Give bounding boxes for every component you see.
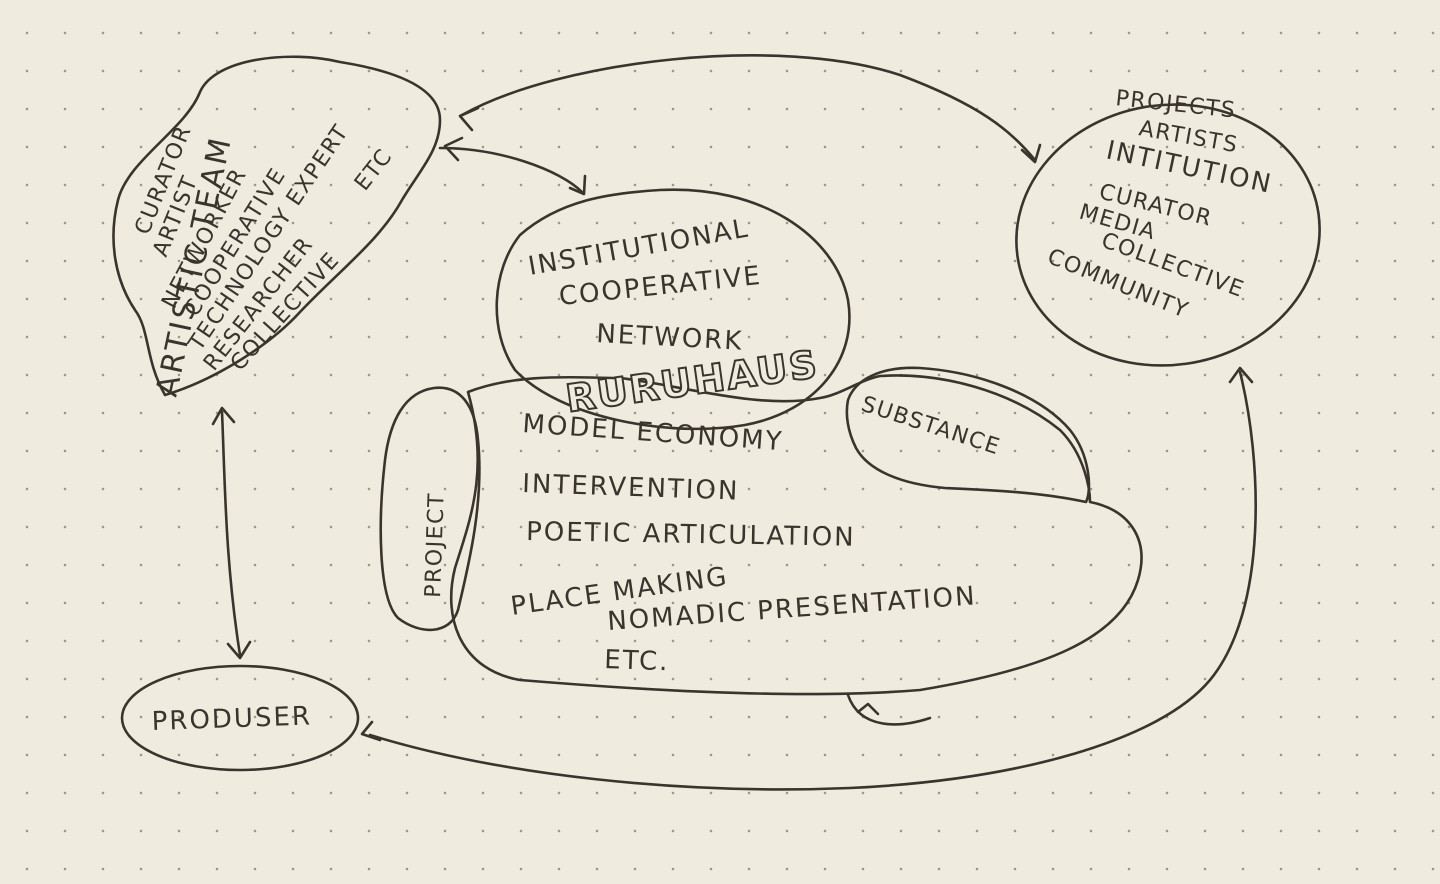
artistic-team-cloud xyxy=(112,55,442,397)
project-pill xyxy=(379,386,481,632)
produser-label-group: PRODUSER xyxy=(151,701,312,737)
substance-item-etc: ETC. xyxy=(604,645,670,677)
produser-ellipse xyxy=(120,664,360,772)
substance-item-group: ETC. xyxy=(604,645,670,677)
arrowhead-institutional xyxy=(568,174,587,196)
project-label: PROJECT xyxy=(421,492,450,598)
connector-branch xyxy=(846,693,932,726)
substance-item-group: POETIC ARTICULATION xyxy=(526,517,856,553)
connector-team-projects xyxy=(460,54,1037,162)
arrowhead-projects-2 xyxy=(1228,366,1254,384)
substance-label: SUBSTANCE xyxy=(858,392,1003,461)
connector-loop xyxy=(368,370,1257,791)
team-item-etc: ETC xyxy=(350,144,398,196)
arrowhead-team-3 xyxy=(211,406,236,426)
substance-item-model-economy: MODEL ECONOMY xyxy=(522,409,785,457)
substance-item-intervention: INTERVENTION xyxy=(522,469,740,507)
institutional-line-group: NETWORK xyxy=(596,319,744,357)
arrowhead-produser xyxy=(226,640,252,660)
arrowhead-projects xyxy=(1020,143,1042,164)
arrowhead-substance xyxy=(856,702,880,716)
arrowhead-team-2 xyxy=(443,136,464,162)
substance-blob xyxy=(450,374,1143,696)
projects-title-group: PROJECTS xyxy=(1114,86,1237,124)
projects-ellipse xyxy=(1015,103,1321,367)
projects-title: PROJECTS xyxy=(1114,86,1237,124)
substance-item-poetic-articulation: POETIC ARTICULATION xyxy=(526,517,856,553)
arrowhead-team xyxy=(458,106,480,132)
project-label-group: PROJECT xyxy=(421,492,450,598)
arrowhead-produser-2 xyxy=(360,720,382,742)
connector-team-institutional xyxy=(438,146,584,194)
produser-label: PRODUSER xyxy=(151,701,312,737)
substance-label-bubble xyxy=(845,366,1091,504)
team-item-group: ETC xyxy=(350,144,398,196)
substance-label-group: SUBSTANCE xyxy=(858,392,1003,461)
institutional-line-3: NETWORK xyxy=(596,319,744,357)
institutional-oval xyxy=(495,188,851,431)
substance-item-group: MODEL ECONOMY xyxy=(522,409,785,457)
connector-team-produser xyxy=(220,410,242,657)
substance-item-group: INTERVENTION xyxy=(522,469,740,507)
